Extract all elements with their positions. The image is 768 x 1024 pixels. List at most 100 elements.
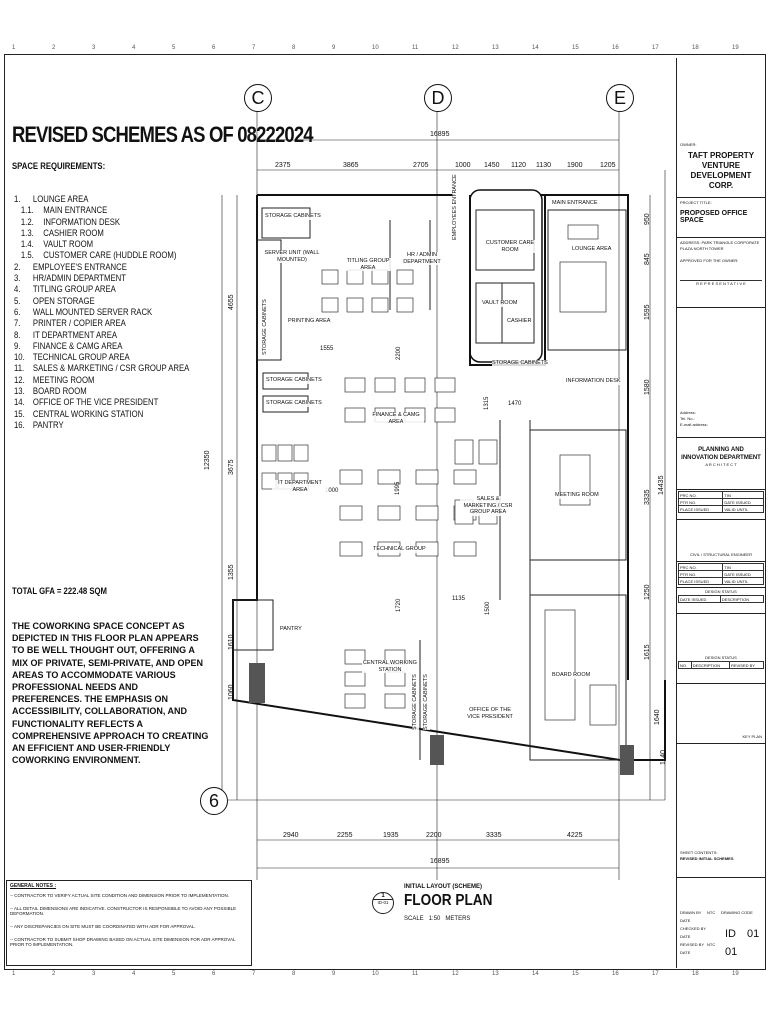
sheet-contents: REVISED INITIAL SCHEMES (680, 856, 734, 861)
ruler-number: 7 (252, 971, 256, 977)
place-issued: PLACE ISSUED (677, 577, 724, 585)
requirement-number: 13. (14, 386, 25, 397)
revised-by-label: REVISED BY (680, 942, 705, 947)
drawn-initials: NTC (707, 910, 716, 915)
furniture (559, 261, 607, 313)
requirement-text: WALL MOUNTED SERVER RACK (32, 306, 153, 317)
dimension-label: 1900 (567, 162, 583, 169)
furniture (321, 269, 339, 285)
furniture (339, 541, 363, 557)
requirement-text: HR/ADMIN DEPARTMENT (32, 273, 126, 284)
contact-address: Address: (680, 410, 696, 415)
requirement-number: 3. (14, 273, 21, 284)
room-label-sales: SALES & MARKETING / CSR GROUP AREA (460, 496, 516, 516)
sheet-contents-label: SHEET CONTENTS: (680, 850, 718, 855)
dimension-label: 1720 (396, 598, 402, 612)
furniture (396, 297, 414, 313)
ruler-number: 15 (572, 971, 579, 977)
room-label-storage-v3: STORAGE CABINETS (412, 674, 419, 730)
room-label-board: BOARD ROOM (552, 672, 591, 679)
dimension-label: 2200 (396, 346, 402, 360)
requirement-item: 16.PANTRY (14, 420, 219, 431)
note-item: -- ANY DISCREPANCIES ON SITE MUST BE COO… (10, 924, 196, 929)
ruler-number: 1 (12, 45, 16, 51)
drawing-sheet (4, 54, 766, 970)
prc-no: PRC NO. (677, 563, 724, 571)
drawing-code-label: DRAWING CODE (721, 910, 753, 915)
room-label-pantry: PANTRY (280, 626, 302, 633)
date-label: DATE (680, 918, 691, 923)
total-gfa: TOTAL GFA = 222.48 SQM (12, 586, 107, 596)
valid-until: VALID UNTIL (722, 577, 764, 585)
grid-marker-d: D (424, 84, 452, 112)
scale-row: SCALE 1:50 METERS (404, 916, 470, 922)
ruler-number: 7 (252, 45, 256, 51)
dimension-label: 1120 (511, 162, 527, 169)
furniture (344, 377, 366, 393)
furniture (589, 684, 617, 726)
marker-number: 1 (373, 893, 393, 900)
requirement-item: 14.OFFICE OF THE VICE PRESIDENT (14, 397, 219, 408)
project-name: PROPOSED OFFICE SPACE (680, 210, 748, 224)
dimension-label: 12350 (204, 450, 211, 470)
furniture (339, 505, 363, 521)
requirement-number: 10. (14, 352, 25, 363)
requirement-text: PANTRY (32, 419, 64, 430)
project-label: PROJECT TITLE: (680, 200, 712, 205)
dimension-label: 1935 (383, 832, 399, 839)
date-issued: DATE ISSUED (722, 570, 764, 578)
ruler-number: 5 (172, 971, 176, 977)
title-block: OWNER: TAFT PROPERTY VENTURE DEVELOPMENT… (676, 58, 765, 968)
ruler-number: 18 (692, 971, 699, 977)
sheet-contents-box: SHEET CONTENTS: REVISED INITIAL SCHEMES (677, 848, 765, 878)
dimension-label: 1000 (455, 162, 471, 169)
furniture (384, 671, 406, 687)
ruler-number: 11 (412, 971, 419, 977)
ruler-number: 4 (132, 45, 136, 51)
key-plan-box: KEY PLAN (677, 684, 765, 744)
room-label-printing: PRINTING AREA (288, 318, 331, 325)
requirement-text: OPEN STORAGE (32, 295, 95, 306)
dimension-label: 1130 (536, 162, 552, 169)
dimension-label: 1610 (228, 634, 235, 650)
contact-email: E-mail address: (680, 422, 708, 427)
dimension-label: 1580 (644, 379, 651, 395)
furniture (415, 505, 439, 521)
dimension-label: 4225 (567, 832, 583, 839)
requirement-number: 1.5. (20, 250, 34, 261)
ruler-number: 13 (492, 971, 499, 977)
prc-no: PRC NO. (677, 491, 724, 499)
furniture (277, 444, 293, 462)
revision-number: 01 (725, 946, 738, 958)
concept-description: THE COWORKING SPACE CONCEPT AS DEPICTED … (12, 621, 209, 766)
dimension-label: 16895 (430, 131, 450, 138)
furniture (344, 693, 366, 709)
description-col: DESCRIPTION (719, 595, 765, 603)
furniture (567, 224, 599, 240)
dimension-label: 1995 (395, 481, 401, 495)
owner-label: OWNER: (680, 142, 697, 147)
dimension-label: 1500 (485, 601, 491, 615)
requirement-item: 1.2.INFORMATION DESK (14, 217, 219, 228)
requirement-text: IT DEPARTMENT AREA (32, 329, 118, 340)
requirement-item: 10.TECHNICAL GROUP AREA (14, 352, 219, 363)
tin: TIN (722, 563, 764, 571)
furniture (371, 297, 389, 313)
ruler-number: 14 (532, 971, 539, 977)
room-label-finance: FINANCE & CAMG AREA (368, 412, 424, 425)
room-label-titling: TITLING GROUP AREA (340, 258, 396, 271)
ptr-no: PTR NO. (677, 498, 724, 506)
requirement-number: 1. (14, 194, 21, 204)
furniture (344, 407, 366, 423)
ruler-number: 16 (612, 45, 619, 51)
dimension-label: 1205 (600, 162, 616, 169)
furniture (434, 407, 456, 423)
requirement-item: 1.4.VAULT ROOM (14, 239, 219, 250)
furniture (346, 269, 364, 285)
design-status-label: DESIGN STATUS (705, 655, 737, 660)
room-label-it: IT DEPARTMENT AREA (272, 480, 328, 493)
department-name: PLANNING AND INNOVATION DEPARTMENT (681, 447, 761, 461)
dimension-label: 3865 (343, 162, 359, 169)
